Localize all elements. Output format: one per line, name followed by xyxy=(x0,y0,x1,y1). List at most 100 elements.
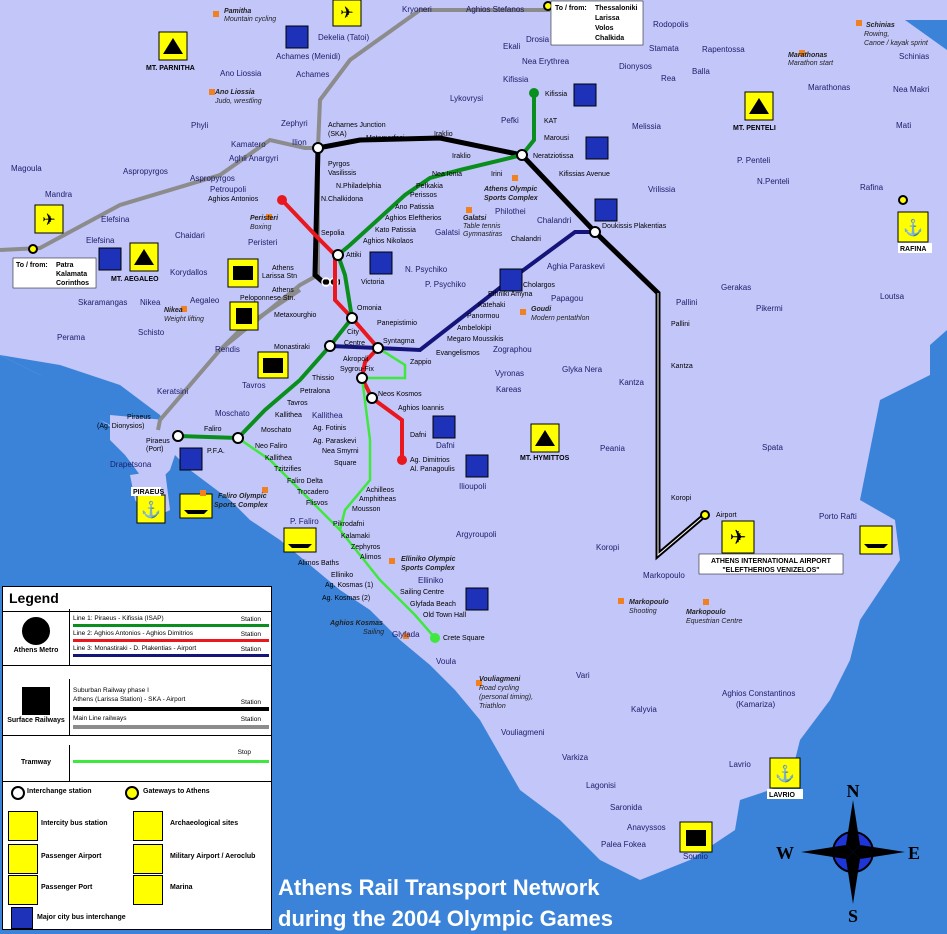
svg-text:Monastiraki: Monastiraki xyxy=(274,344,310,351)
svg-text:Vyronas: Vyronas xyxy=(495,369,524,378)
svg-text:Weight lifting: Weight lifting xyxy=(164,316,204,323)
svg-text:Elliniko Olympic: Elliniko Olympic xyxy=(401,556,456,563)
svg-text:Mountain cycling: Mountain cycling xyxy=(224,16,276,23)
interchange-doukissis xyxy=(589,226,601,238)
svg-text:Cholargos: Cholargos xyxy=(523,282,555,289)
svg-text:Elefsina: Elefsina xyxy=(86,236,115,245)
intercity-bus-icon xyxy=(229,301,259,331)
svg-text:Ano Liossia: Ano Liossia xyxy=(220,69,262,78)
svg-text:Sygrou-Fix: Sygrou-Fix xyxy=(340,366,374,373)
legend-line2: Line 2: Aghios Antonios - Aghios Dimitri… xyxy=(73,630,193,637)
svg-text:Galatsi: Galatsi xyxy=(463,215,487,222)
legend-passenger-port-icon xyxy=(8,875,38,905)
legend-metro-row: Athens Metro Line 1: Piraeus - Kifissia … xyxy=(3,609,271,666)
legend-archaeological-icon xyxy=(133,811,163,841)
svg-text:Evangelismos: Evangelismos xyxy=(436,350,480,357)
svg-text:Ethniki Amyna: Ethniki Amyna xyxy=(488,291,532,298)
svg-text:Glyka Nera: Glyka Nera xyxy=(562,365,603,374)
svg-text:Markopoulo: Markopoulo xyxy=(629,599,669,606)
svg-text:Ano Patissia: Ano Patissia xyxy=(395,204,434,211)
interchange-faliro xyxy=(232,432,244,444)
legend-bus-station: Intercity bus station xyxy=(41,820,108,827)
svg-text:Perissos: Perissos xyxy=(410,192,437,199)
interchange-piraeus xyxy=(172,430,184,442)
svg-text:Gymnastiras: Gymnastiras xyxy=(463,231,503,238)
svg-text:Syntagma: Syntagma xyxy=(383,338,415,345)
svg-text:Achames (Menidi): Achames (Menidi) xyxy=(276,52,341,61)
svg-text:Sailing Centre: Sailing Centre xyxy=(400,589,444,596)
svg-text:Kalamata: Kalamata xyxy=(56,271,87,278)
compass-n: N xyxy=(847,781,860,801)
svg-text:Rea: Rea xyxy=(661,74,676,83)
svg-text:Victoria: Victoria xyxy=(361,279,384,286)
svg-text:Faliro Olympic: Faliro Olympic xyxy=(218,493,267,500)
svg-text:Panepistimio: Panepistimio xyxy=(377,320,417,327)
archaeological-acropolis-icon xyxy=(257,351,289,379)
svg-text:Zographou: Zographou xyxy=(493,345,532,354)
svg-text:Koropi: Koropi xyxy=(671,495,692,502)
svg-text:Ag. Kosmas (2): Ag. Kosmas (2) xyxy=(322,595,370,602)
airport-label-box: ATHENS INTERNATIONAL AIRPORT "ELEFTHERIO… xyxy=(698,553,844,575)
svg-text:Rowing,: Rowing, xyxy=(864,31,889,38)
svg-text:Old Town Hall: Old Town Hall xyxy=(423,612,467,619)
svg-text:Pallini: Pallini xyxy=(676,298,698,307)
svg-text:Korydallos: Korydallos xyxy=(170,268,207,277)
svg-text:Chaidari: Chaidari xyxy=(175,231,205,240)
legend-tramway: Tramway xyxy=(21,759,51,766)
svg-text:(Kamariza): (Kamariza) xyxy=(736,700,775,709)
svg-text:Kallithea: Kallithea xyxy=(265,455,292,462)
place-labels: Kryoneri Aghios Stefanos Dekelia (Tatoi)… xyxy=(11,5,930,861)
svg-text:Rapentossa: Rapentossa xyxy=(702,45,745,54)
svg-text:Kallithea: Kallithea xyxy=(275,412,302,419)
svg-text:Kryoneri: Kryoneri xyxy=(402,5,432,14)
metro-icon-cell: Athens Metro xyxy=(3,609,70,665)
svg-text:MT. AEGALEO: MT. AEGALEO xyxy=(111,276,159,283)
compass-e: E xyxy=(908,843,920,863)
svg-text:Aghia Paraskevi: Aghia Paraskevi xyxy=(547,262,605,271)
archaeological-sounio-icon xyxy=(679,821,713,853)
svg-text:Anavyssos: Anavyssos xyxy=(627,823,666,832)
port-piraeus-icon: ⚓ xyxy=(136,494,166,524)
svg-text:Road cycling: Road cycling xyxy=(479,685,519,692)
legend-bus-interchange-icon xyxy=(11,907,33,929)
svg-text:Attiki: Attiki xyxy=(346,252,362,259)
svg-text:⚓: ⚓ xyxy=(141,500,161,519)
svg-text:Aspropyrgos: Aspropyrgos xyxy=(123,167,168,176)
svg-text:Markopoulo: Markopoulo xyxy=(643,571,685,580)
svg-text:Balla: Balla xyxy=(692,67,710,76)
svg-text:Gerakas: Gerakas xyxy=(721,283,751,292)
svg-text:Lagonisi: Lagonisi xyxy=(586,781,616,790)
svg-text:Peristeri: Peristeri xyxy=(248,238,278,247)
svg-text:Peloponnese Stn.: Peloponnese Stn. xyxy=(240,295,295,302)
legend-marina: Marina xyxy=(170,884,193,891)
svg-text:Aghios Nikolaos: Aghios Nikolaos xyxy=(363,238,414,245)
svg-text:Alimos Baths: Alimos Baths xyxy=(298,560,339,567)
gateway-north-box: To / from: Thessaloniki Larissa Volos Ch… xyxy=(550,0,644,46)
svg-text:Pikrodafni: Pikrodafni xyxy=(333,521,365,528)
svg-text:Dafni: Dafni xyxy=(436,441,455,450)
tram-cell: Tramway xyxy=(3,745,70,781)
svg-text:Dafni: Dafni xyxy=(410,432,427,439)
svg-text:Kamatero: Kamatero xyxy=(231,140,266,149)
svg-text:Skaramangas: Skaramangas xyxy=(78,298,127,307)
legend-military-airport: Military Airport / Aeroclub xyxy=(170,853,256,860)
svg-text:✈: ✈ xyxy=(42,212,55,229)
legend-mainline-bar xyxy=(73,725,269,729)
legend-passenger-airport-icon xyxy=(8,844,38,874)
svg-text:Vari: Vari xyxy=(576,671,590,680)
interchange-stations xyxy=(172,142,601,444)
legend-suburban2: Athens (Larissa Station) - SKA - Airport xyxy=(73,696,186,703)
svg-text:ATHENS INTERNATIONAL AIRPORT: ATHENS INTERNATIONAL AIRPORT xyxy=(711,558,832,565)
map-title: Athens Rail Transport Network during the… xyxy=(278,872,613,934)
land-attica xyxy=(0,0,947,880)
legend-passenger-port: Passenger Port xyxy=(41,884,93,891)
legend-surface-row: Surface Railways Suburban Railway phase … xyxy=(3,679,271,736)
svg-text:Kallithea: Kallithea xyxy=(312,411,343,420)
port-label-boxes: PIRAEUS RAFINA LAVRIO xyxy=(131,243,932,799)
svg-text:Nea Makri: Nea Makri xyxy=(893,85,930,94)
svg-text:Aghios Eleftherios: Aghios Eleftherios xyxy=(385,215,442,222)
railway-station-icon xyxy=(227,258,259,288)
svg-text:Elefsina: Elefsina xyxy=(101,215,130,224)
svg-text:Rafina: Rafina xyxy=(860,183,884,192)
legend-mainline: Main Line railways xyxy=(73,715,127,722)
